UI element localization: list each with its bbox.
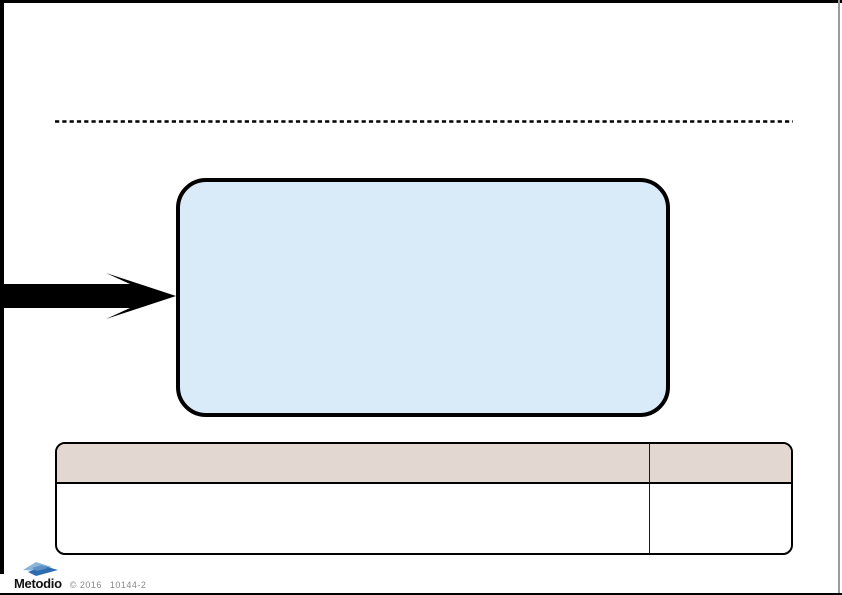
document-code: 10144-2: [109, 580, 147, 590]
input-arrow-icon: [0, 273, 176, 319]
table-body-cell-side: [649, 484, 791, 553]
dashed-divider: [55, 120, 793, 123]
metodio-logo-icon: [23, 562, 58, 576]
page-border-top: [0, 0, 842, 3]
brand-name: Metodio: [14, 576, 62, 591]
table-header-cell-main: [57, 444, 649, 484]
page-border-right: [838, 0, 840, 595]
table-body-cell-main: [57, 484, 649, 553]
metodio-logo: Metodio © 2016 10144-2: [14, 561, 146, 590]
content-box: [176, 178, 670, 417]
copyright-text: © 2016: [69, 580, 102, 590]
table-header-cell-side: [649, 444, 791, 484]
page-border-bottom: [0, 593, 842, 595]
notes-table: [55, 442, 793, 555]
